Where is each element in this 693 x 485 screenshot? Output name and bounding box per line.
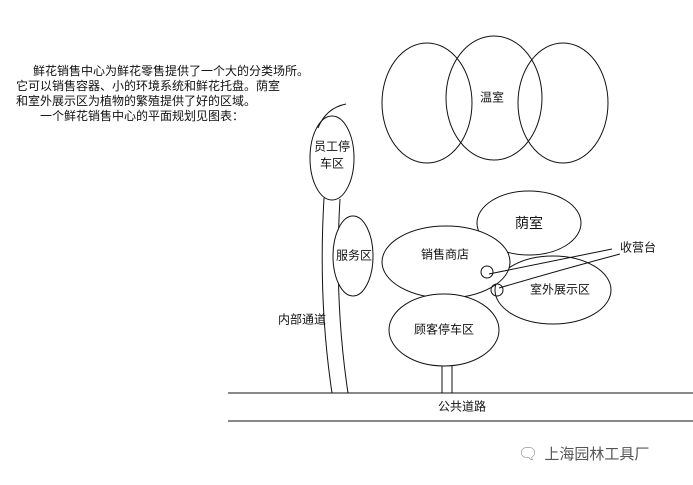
staff-parking-area [309,115,355,201]
wechat-icon: 🗨 [518,444,539,463]
internal-road-edge [337,198,349,394]
shade-house-area [476,190,582,256]
store-area [381,225,511,299]
staff-parking-label: 车区 [320,156,344,171]
public-road-label: 公共道路 [438,399,486,414]
internal-road-edge [321,197,333,394]
watermark-text: 上海园林工具厂 [544,445,650,463]
service-label: 服务区 [336,248,372,263]
greenhouse-label: 温室 [480,90,504,105]
checkout-pointer [488,248,613,275]
checkout-marker [480,265,494,279]
service-area [332,215,374,297]
checkout-pointer [498,253,621,289]
intro-line: 和室外展示区为植物的繁殖提供了好的区域。 [16,94,257,108]
greenhouse-circle [445,35,543,161]
customer-parking-area [388,293,500,367]
intro-line: 它可以销售容器、小的环境系统和鲜花托盘。荫室 [16,79,281,93]
intro-line: 一个鲜花销售中心的平面规划见图表： [40,109,245,123]
store-label: 销售商店 [421,247,469,262]
watermark: 🗨 上海园林工具厂 [518,443,649,464]
intro-line: 鲜花销售中心为鲜花零售提供了一个大的分类场所。 [33,64,310,78]
curve-line [317,103,347,129]
outdoor-display-area [494,255,612,325]
shade-house-label: 荫室 [515,215,543,232]
customer-parking-label: 顾客停车区 [414,322,474,337]
staff-parking-label: 员工停 [314,139,350,154]
internal-road-label: 内部通道 [278,312,326,327]
greenhouse-circle [517,42,609,164]
checkout-label: 收营台 [620,240,656,255]
greenhouse-circle [381,42,473,164]
checkout-marker [490,283,504,297]
outdoor-display-label: 室外展示区 [530,282,590,297]
